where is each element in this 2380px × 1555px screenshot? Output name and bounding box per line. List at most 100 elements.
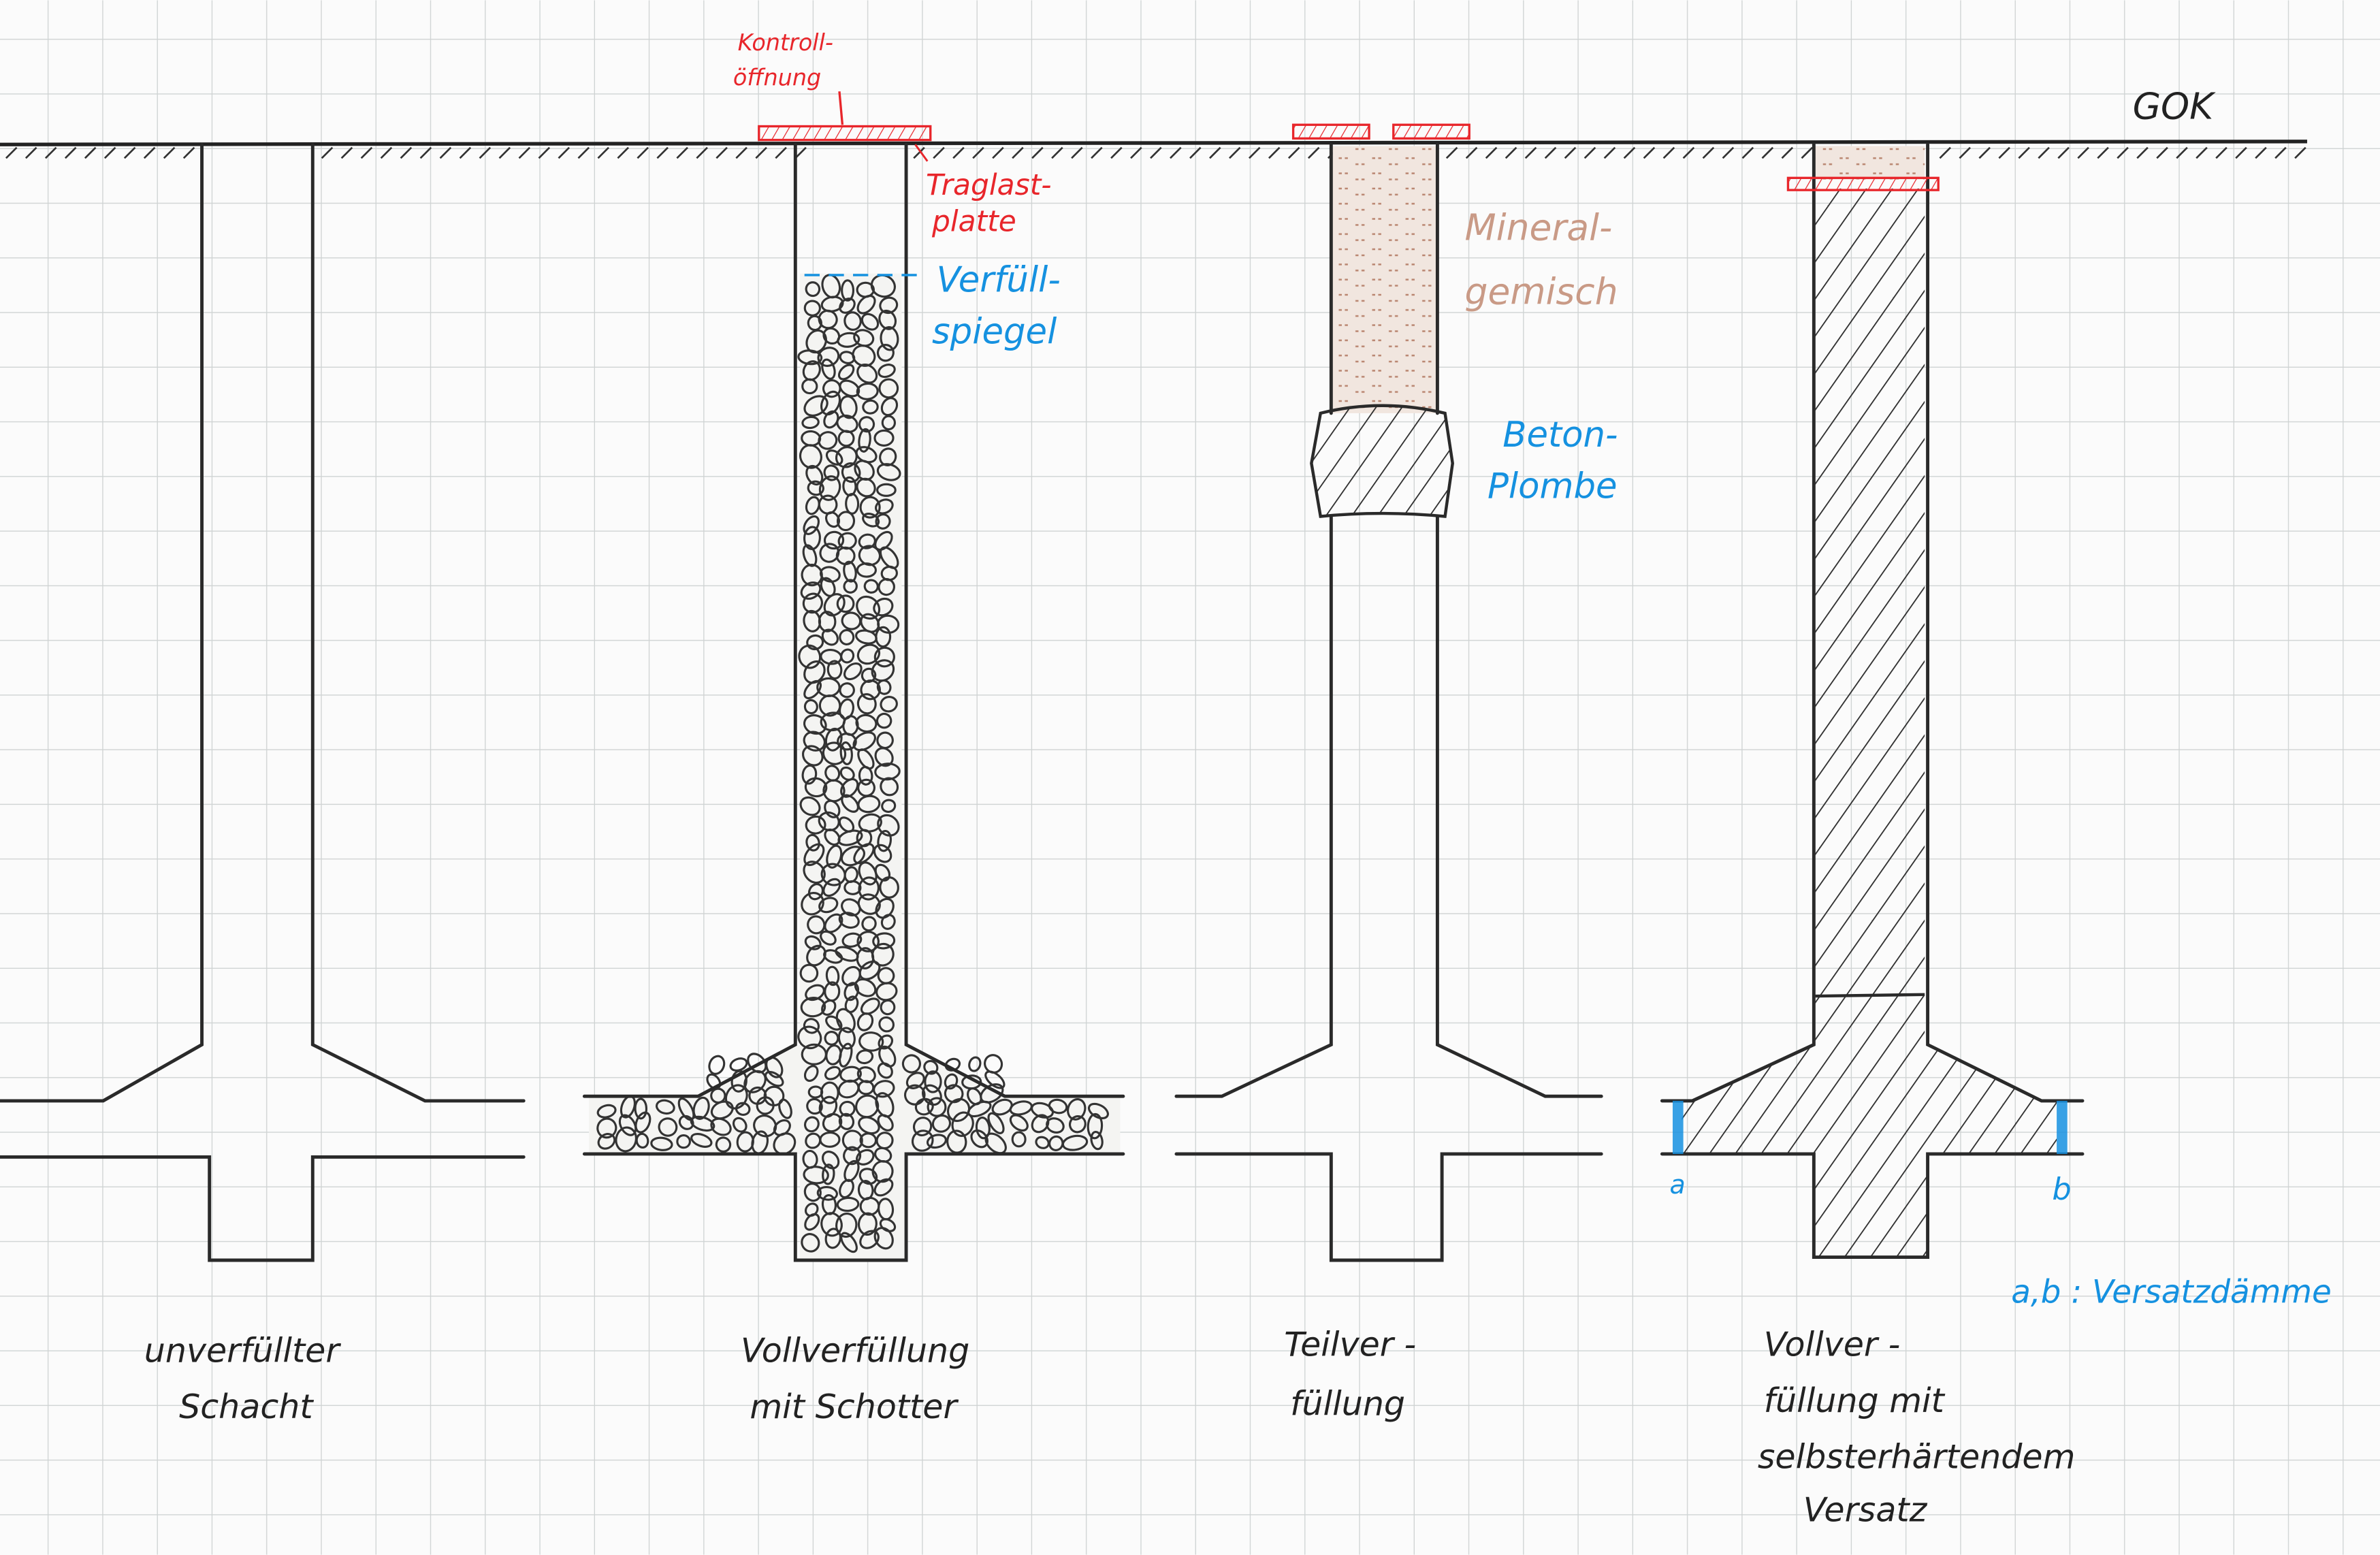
gravel-stone [797,1025,822,1050]
gravel-stone [801,378,818,395]
soil-hatch-mark [400,146,413,159]
gravel-stone [804,777,828,798]
gravel-stone [819,566,841,583]
gravel-stone [860,997,880,1015]
gravel-stone [1009,1100,1033,1116]
soil-hatch-mark [25,146,37,159]
gravel-stone [861,916,877,932]
gravel-stone [856,595,881,620]
gravel-stone [820,1081,839,1104]
gravel-stone [1087,1112,1104,1140]
soil-hatch-mark [2156,146,2168,159]
gravel-stone [1090,1130,1104,1151]
gravel-stone [1009,1114,1029,1132]
soil-hatch-mark [1564,146,1577,159]
gravel-stone [855,714,878,733]
gravel-stone [843,880,862,895]
soil-hatch-mark [182,146,195,159]
gravel-stone [839,1179,854,1199]
gravel-stone [880,777,899,797]
gravel-stone [879,546,899,569]
gravel-stone [756,1096,775,1115]
soil-hatch-mark [1209,146,1221,159]
gravel-stone [773,1132,797,1155]
gravel-stone [951,1111,974,1137]
soil-hatch-mark [380,146,393,159]
gravel-stone [858,766,873,786]
gravel-stone [824,1228,841,1249]
soil-hatch-mark [1998,146,2010,159]
soil-hatch-mark [755,146,767,159]
gravel-stone [858,813,882,833]
gravel-stone [824,1065,841,1080]
gravel-stone [1035,1136,1050,1149]
gravel-stone [926,1134,947,1149]
soil-hatch-mark [2136,146,2149,159]
gravel-stone [676,1134,691,1149]
soil-hatch-mark [518,146,531,159]
caption-shaft-2-line-2: mit Schotter [750,1387,959,1426]
soil-hatch-mark [715,146,728,159]
gravel-stone [873,597,894,617]
gravel-stone [839,395,858,419]
control-opening-label-2: öffnung [733,64,821,91]
gravel-stone [858,1116,880,1135]
gravel-stone [634,1097,648,1120]
caption-shaft-4-line-4: Versatz [1803,1490,1928,1530]
gravel-stone [877,1114,894,1132]
gravel-stone [803,861,826,884]
gravel-stone [903,1084,926,1106]
gravel-stone [991,1098,1013,1116]
soil-hatch-mark [2255,146,2267,159]
soil-hatch-mark [952,146,965,159]
gravel-stone [715,1136,732,1153]
gravel-stone [800,581,822,600]
gravel-stone [924,1070,942,1093]
gravel-stone [881,415,896,431]
gravel-stone [822,878,841,897]
gravel-stone [800,997,826,1018]
gravel-stone [724,1084,748,1110]
gravel-stone [803,699,818,715]
gravel-stone [873,1227,894,1250]
gravel-stone [853,843,875,865]
soil-hatch-mark [340,146,353,159]
gravel-stone [801,415,820,430]
gravel-stone [839,682,855,699]
gravel-stone [878,1034,894,1050]
gravel-stone [858,428,871,453]
gravel-stone [858,960,881,980]
gravel-stone [841,279,855,302]
gravel-stone [878,578,895,596]
soil-hatch-mark [933,146,945,159]
cover-plate-left [1291,123,1370,140]
gravel-stone [873,1080,895,1098]
soil-hatch-mark [1012,146,1024,159]
gravel-stone [856,1012,874,1031]
soil-hatch-mark [558,146,570,159]
gravel-stone [805,815,826,835]
gravel-stone [635,1132,649,1149]
gravel-stone [824,727,843,752]
gravel-stone [967,1087,982,1106]
gravel-stone [856,294,876,315]
soil-hatch-mark [2294,146,2306,159]
gravel-stone [880,397,899,417]
gravel-stone [856,364,878,384]
gravel-stone [843,311,862,331]
mineral-mix-fill [1332,146,1436,413]
gravel-stone [873,844,892,863]
gravel-stone [1011,1131,1027,1148]
gravel-stone [946,1097,971,1122]
gravel-stone [803,300,821,317]
caption-shaft-3-line-2: füllung [1290,1383,1405,1423]
soil-hatch-mark [1465,146,1478,159]
gravel-stone [877,829,892,852]
gravel-stone [838,912,860,929]
gravel-stone [1087,1102,1109,1120]
gok-label: GOK [2133,84,2217,127]
gravel-stone [856,477,876,498]
gravel-stone [801,764,818,785]
gravel-stone [824,1030,839,1046]
